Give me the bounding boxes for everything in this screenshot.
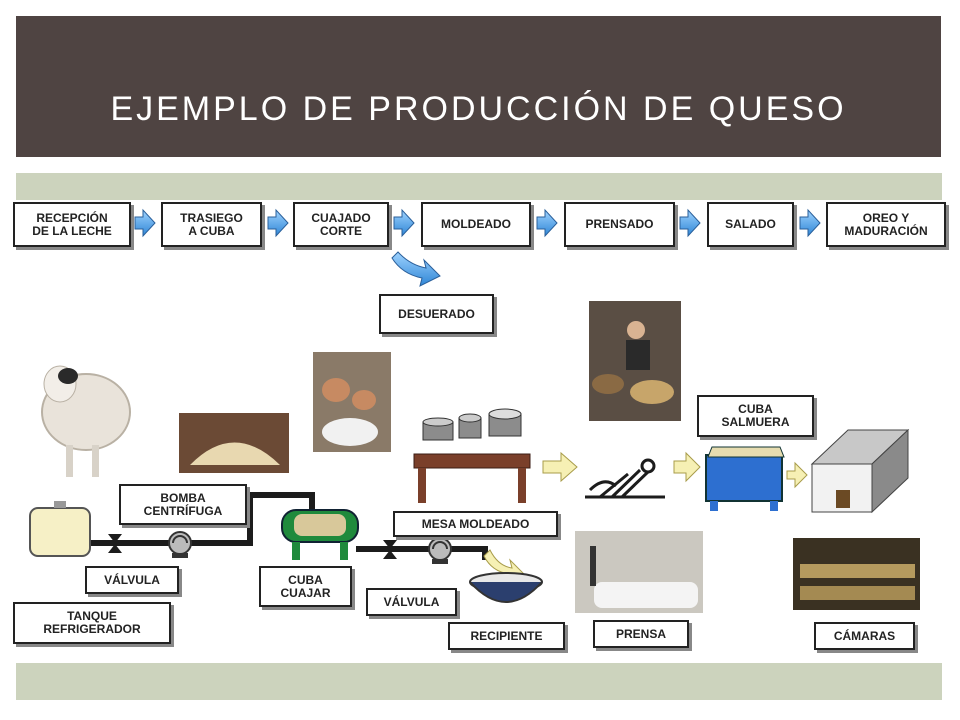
yellow-arrow-2 [673,451,701,483]
recipiente-illustration [469,572,543,603]
label-recipiente: RECIPIENTE [448,622,565,650]
flow-arrow-1 [134,208,156,238]
flow-arrow-4 [536,208,558,238]
bottom-band [16,663,942,700]
step-prensado: PRENSADO [564,202,675,247]
label-prensa: PRENSA [593,620,689,648]
step-trasiego: TRASIEGO A CUBA [161,202,262,247]
mesa-moldeado-illustration [413,453,531,503]
camaras-photo [793,538,920,610]
step-cuajado: CUAJADO CORTE [293,202,389,247]
cheese-molds [422,408,522,441]
curved-arrow-desuerado [391,251,441,287]
camara-building-illustration [810,428,910,514]
label-cuba-salmuera: CUBA SALMUERA [697,395,814,437]
pump-2 [428,537,452,564]
step-recepcion: RECEPCIÓN DE LA LECHE [13,202,131,247]
sheep-illustration [41,365,131,477]
label-valvula-2: VÁLVULA [366,588,457,616]
page-title: EJEMPLO DE PRODUCCIÓN DE QUESO [110,90,847,128]
flow-arrow-3 [393,208,415,238]
cheese-wheel-photo [179,413,289,473]
yellow-arrow-1 [542,451,578,483]
title-banner: EJEMPLO DE PRODUCCIÓN DE QUESO [16,16,941,157]
hands-molding-photo [313,352,391,452]
label-camaras: CÁMARAS [814,622,915,650]
label-valvula-1: VÁLVULA [85,566,179,594]
tanque-illustration [29,501,91,557]
label-cuba-cuajar: CUBA CUAJAR [259,566,352,607]
cuba-cuajar-illustration [281,509,359,560]
flow-arrows [134,208,821,287]
pump-1 [168,531,192,558]
valve-1 [108,534,122,553]
valve-2 [383,540,397,559]
press-mechanism [585,458,665,499]
step-oreo: OREO Y MADURACIÓN [826,202,946,247]
label-tanque: TANQUE REFRIGERADOR [13,602,171,644]
step-moldeado: MOLDEADO [421,202,531,247]
cuba-salmuera-illustration [705,446,785,511]
label-mesa-moldeado: MESA MOLDEADO [393,511,558,537]
yellow-arrow-3 [786,461,808,489]
flow-arrow-6 [799,208,821,238]
press-photo [575,531,703,613]
flow-arrow-5 [679,208,701,238]
label-bomba: BOMBA CENTRÍFUGA [119,484,247,525]
flow-arrow-2 [267,208,289,238]
top-band [16,173,942,200]
step-desuerado: DESUERADO [379,294,494,334]
step-salado: SALADO [707,202,794,247]
worker-photo [589,301,681,421]
